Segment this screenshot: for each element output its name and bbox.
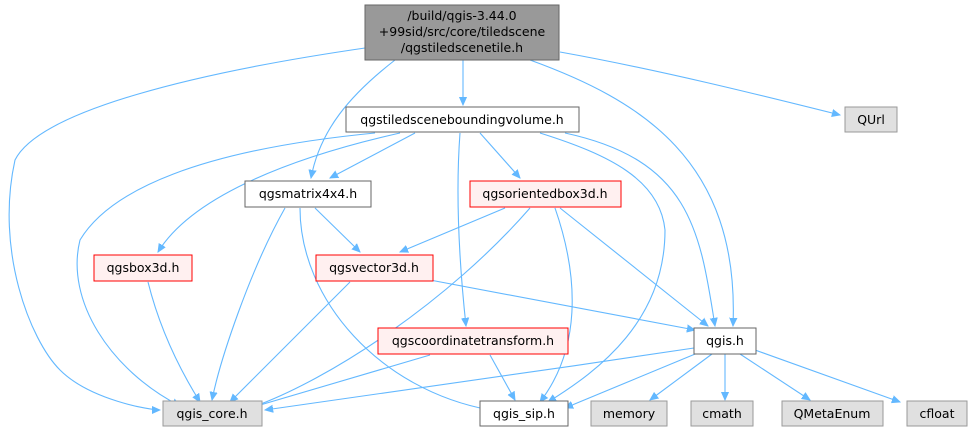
- edge-qgsmatrix4x4-to-qgis-core: [212, 207, 286, 400]
- node-qgsmatrix4x4[interactable]: qgsmatrix4x4.h: [244, 180, 372, 208]
- edge-qgis-to-memory: [650, 353, 713, 400]
- edge-qgscoordinatetransform-to-qgis-core: [250, 354, 431, 408]
- edge-root-to-qgsmatrix4x4: [311, 59, 396, 178]
- edge-qgis-to-cfloat: [754, 349, 900, 402]
- edge-qgsbox3d-to-qgis-core: [147, 281, 200, 402]
- edge-qgsorientedbox3d-to-qgis: [559, 207, 708, 326]
- root-label-line-2: +99sid/src/core/tiledscene: [379, 24, 546, 39]
- edge-boundingvolume-to-qgis-core: [76, 132, 376, 406]
- edge-root-to-qurl: [559, 51, 840, 115]
- node-qgis-sip[interactable]: qgis_sip.h: [479, 400, 569, 427]
- edge-qgsmatrix4x4-to-qgis-sip: [299, 207, 490, 410]
- node-label: qgsbox3d.h: [107, 260, 180, 275]
- node-memory[interactable]: memory: [590, 400, 668, 427]
- node-label: qgscoordinatetransform.h: [392, 333, 554, 348]
- node-label: QUrl: [857, 112, 885, 127]
- node-label: qgsmatrix4x4.h: [259, 186, 357, 201]
- node-qurl[interactable]: QUrl: [844, 106, 898, 133]
- node-qgis-core[interactable]: qgis_core.h: [162, 400, 263, 427]
- edge-qgis-to-qgis-sip: [565, 351, 701, 408]
- edge-boundingvolume-to-qgsorientedbox3d: [479, 132, 520, 178]
- node-label: qgis.h: [706, 333, 744, 348]
- edges: [8, 47, 900, 410]
- edge-boundingvolume-to-qgscoordinatetransform: [457, 132, 466, 326]
- node-qgstiledsceneboundingvolume[interactable]: qgstiledsceneboundingvolume.h: [345, 106, 580, 133]
- node-qgscoordinatetransform[interactable]: qgscoordinatetransform.h: [377, 327, 569, 355]
- edge-qgis-to-qmetaenum: [739, 353, 810, 400]
- node-label: qgsorientedbox3d.h: [482, 186, 607, 201]
- edge-qgsorientedbox3d-to-qgis-sip: [540, 207, 573, 402]
- node-qgis[interactable]: qgis.h: [693, 327, 757, 355]
- node-qgsbox3d[interactable]: qgsbox3d.h: [93, 254, 193, 282]
- edge-qgsorientedbox3d-to-qgsvector3d: [400, 207, 506, 252]
- node-label: memory: [603, 406, 656, 421]
- edge-boundingvolume-to-qgis: [564, 132, 715, 326]
- node-label: qgis_sip.h: [493, 406, 555, 421]
- root-label-line-3: /qgstiledscenetile.h: [401, 40, 523, 55]
- edge-qgscoordinatetransform-to-qgis-sip: [489, 354, 515, 400]
- edge-qgsmatrix4x4-to-qgsvector3d: [314, 207, 360, 252]
- node-label: cfloat: [920, 406, 955, 421]
- node-label: cmath: [702, 406, 742, 421]
- node-cmath[interactable]: cmath: [690, 400, 754, 427]
- node-qgsvector3d[interactable]: qgsvector3d.h: [315, 254, 434, 282]
- edge-qgsvector3d-to-qgis: [429, 279, 695, 330]
- root-label-line-1: /build/qgis-3.44.0: [407, 8, 516, 23]
- nodes: /build/qgis-3.44.0 +99sid/src/core/tiled…: [93, 4, 968, 427]
- edge-root-to-qgis-core: [8, 47, 366, 410]
- node-label: qgis_core.h: [176, 406, 247, 421]
- edge-boundingvolume-to-qgsmatrix4x4: [330, 132, 416, 178]
- edge-qgis-to-qgis-core: [265, 347, 695, 410]
- node-label: qgsvector3d.h: [329, 260, 419, 275]
- node-cfloat[interactable]: cfloat: [906, 400, 968, 427]
- edge-qgsvector3d-to-qgis-core: [230, 281, 351, 402]
- edge-root-to-qgis: [529, 59, 733, 326]
- node-root-header[interactable]: /build/qgis-3.44.0 +99sid/src/core/tiled…: [364, 4, 560, 61]
- node-label: QMetaEnum: [794, 406, 871, 421]
- node-qmetaenum[interactable]: QMetaEnum: [781, 400, 884, 427]
- node-label: qgstiledsceneboundingvolume.h: [360, 112, 563, 127]
- edge-boundingvolume-to-qgis-sip: [539, 132, 666, 402]
- node-qgsorientedbox3d[interactable]: qgsorientedbox3d.h: [469, 180, 622, 208]
